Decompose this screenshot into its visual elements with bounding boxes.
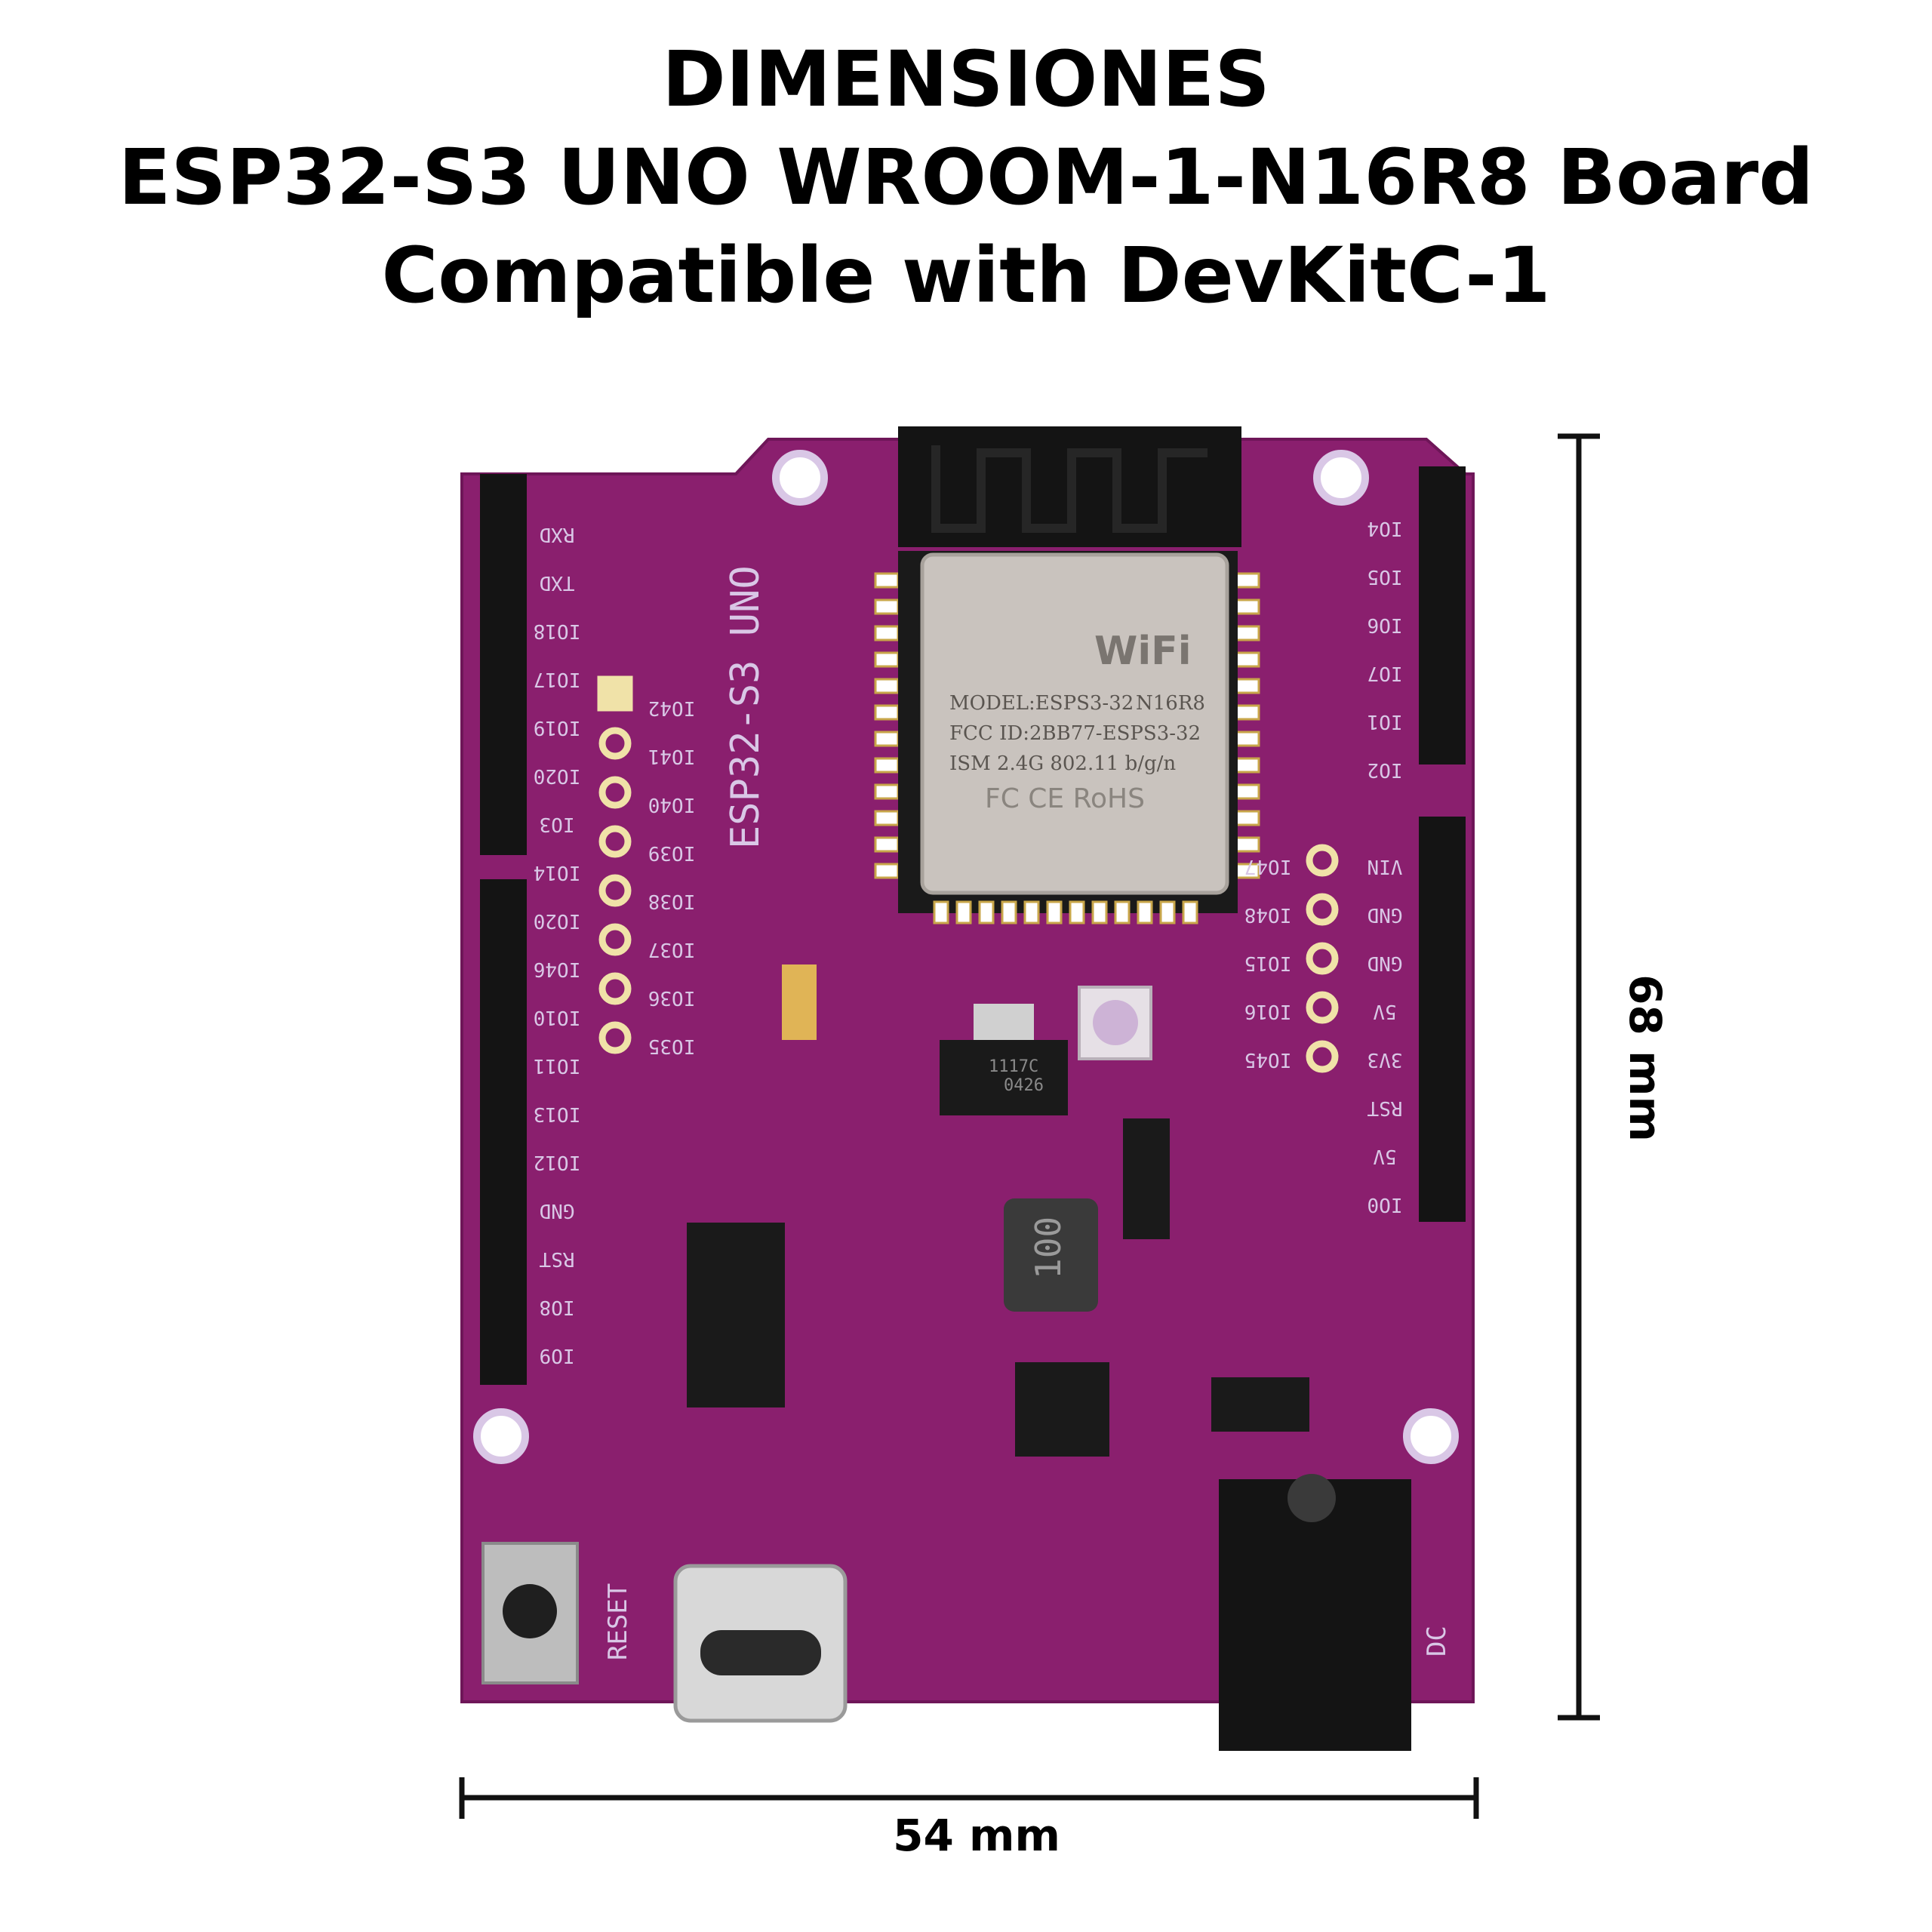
left-pin-label: IO9: [540, 1344, 575, 1367]
left-pin-label: IO12: [534, 1151, 581, 1174]
left-pin-label: IO46: [534, 958, 581, 980]
module-variant-text: N16R8: [1136, 692, 1205, 715]
right-inner-pin-column: [1306, 844, 1339, 1073]
middle-pin-label: IO42: [648, 697, 696, 719]
middle-pin-label: IO37: [648, 938, 696, 961]
title-line-2: ESP32-S3 UNO WROOM-1-N16R8 Board: [118, 133, 1814, 223]
middle-pin-label: IO36: [648, 986, 696, 1009]
left-pin-label: TXD: [540, 571, 575, 594]
module-ism-text: ISM 2.4G 802.11 b/g/n: [949, 752, 1176, 775]
module-cert-text: FC CE RoHS: [985, 783, 1145, 814]
middle-pin-label: IO40: [648, 793, 696, 816]
tantalum-capacitor: [782, 964, 817, 1040]
right-inner-pin-label: IO45: [1244, 1048, 1292, 1071]
left-header-labels: RXDTXDIO18IO17IO19IO20IO3IO14IO20IO46IO1…: [534, 523, 581, 1367]
left-pin-label: GND: [540, 1199, 575, 1222]
middle-pin-label: IO41: [648, 745, 696, 768]
left-pin-label: IO8: [540, 1296, 575, 1318]
right-top-pin-label: IO1: [1367, 710, 1403, 733]
right-top-pin-label: IO7: [1367, 662, 1403, 685]
dc-label: DC: [1422, 1626, 1452, 1657]
right-bottom-pin-label: 3V3: [1367, 1048, 1403, 1071]
right-header-bottom: [1419, 817, 1466, 1222]
right-top-pin-label: IO4: [1367, 517, 1403, 540]
left-header-top: [480, 474, 527, 855]
right-inner-pin-label: IO47: [1244, 855, 1292, 878]
schottky-diode: [1211, 1377, 1309, 1432]
right-inner-pin-label: IO48: [1244, 903, 1292, 926]
right-bottom-pin-label: VIN: [1367, 855, 1403, 878]
right-top-pin-label: IO2: [1367, 758, 1403, 781]
width-dimension-line: [459, 1777, 1479, 1819]
module-bottom-pads: [933, 900, 1198, 924]
left-pin-label: IO14: [534, 861, 581, 884]
regulator-label: 1117C: [989, 1057, 1038, 1076]
inductor-label: 100: [1028, 1217, 1069, 1279]
right-bottom-pin-label: GND: [1367, 903, 1403, 926]
left-pin-label: IO11: [534, 1054, 581, 1077]
middle-pin-label: IO39: [648, 841, 696, 864]
left-pin-label: IO19: [534, 716, 581, 739]
right-bottom-pin-label: IO0: [1367, 1193, 1403, 1216]
right-top-pin-label: IO6: [1367, 614, 1403, 636]
height-dimension-line: [1558, 433, 1600, 1721]
module-shield: [920, 552, 1229, 895]
right-inner-pin-label: IO16: [1244, 1000, 1292, 1023]
left-pin-label: IO20: [534, 909, 581, 932]
right-bottom-pin-label: 5V: [1373, 1145, 1396, 1168]
right-bottom-pin-label: 5V: [1373, 1000, 1396, 1023]
height-dimension-label: 68 mm: [1620, 974, 1671, 1142]
left-pin-label: IO10: [534, 1006, 581, 1029]
module-model-text: MODEL:ESPS3-32: [949, 692, 1134, 715]
title-line-3: Compatible with DevKitC-1: [381, 231, 1551, 321]
diode-m7: [1123, 1118, 1170, 1239]
left-pin-label: RXD: [540, 523, 575, 546]
right-inner-pin-label: IO15: [1244, 952, 1292, 974]
middle-pin-column: [597, 675, 633, 1054]
silkscreen-board-name: ESP32-S3 UNO: [723, 565, 768, 849]
module-fcc-text: FCC ID:2BB77-ESPS3-32: [949, 722, 1201, 745]
right-header-top: [1419, 466, 1466, 764]
mounting-holes: [473, 450, 1459, 1464]
width-dimension-label: 54 mm: [893, 1810, 1060, 1861]
left-pin-label: IO3: [540, 813, 575, 835]
middle-pin-label: IO38: [648, 890, 696, 912]
left-header-bottom: [480, 879, 527, 1385]
usb-serial-chip: [687, 1223, 785, 1407]
left-pin-label: RST: [539, 1247, 574, 1270]
module-wifi-logo: WiFi: [1094, 629, 1192, 674]
regulator-code: 0426: [1004, 1076, 1044, 1095]
voltage-regulator: [940, 1040, 1068, 1115]
reset-label: RESET: [603, 1583, 633, 1660]
inductor: [1004, 1198, 1098, 1312]
right-bottom-pin-label: RST: [1367, 1097, 1402, 1119]
left-pin-label: IO20: [534, 764, 581, 787]
right-bottom-pin-label: GND: [1367, 952, 1403, 974]
title-line-1: DIMENSIONES: [662, 35, 1270, 125]
dc-barrel-jack[interactable]: [1219, 1479, 1411, 1751]
middle-pin-label: IO35: [648, 1035, 696, 1057]
buck-controller-chip: [1015, 1362, 1109, 1457]
left-pin-label: IO18: [534, 620, 581, 642]
right-top-pin-label: IO5: [1367, 565, 1403, 588]
left-pin-label: IO17: [534, 668, 581, 691]
left-pin-label: IO13: [534, 1103, 581, 1125]
